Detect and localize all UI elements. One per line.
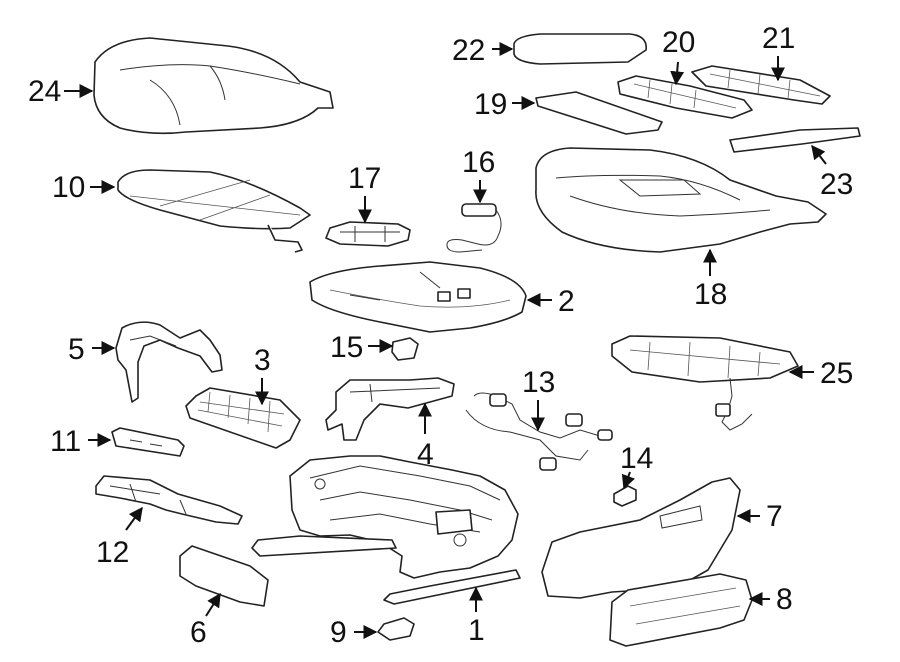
part-25-heater-element[interactable] — [611, 335, 799, 431]
callout-14: 14 — [620, 442, 653, 475]
callout-23: 23 — [820, 168, 853, 201]
callout-9: 9 — [330, 616, 347, 649]
callout-7: 7 — [766, 500, 783, 533]
callout-24: 24 — [28, 75, 61, 108]
part-15-bracket[interactable] — [391, 337, 419, 361]
callout-16: 16 — [462, 146, 495, 179]
part-12-mount-bracket[interactable] — [95, 475, 243, 525]
callout-15: 15 — [330, 331, 363, 364]
part-9-handle[interactable] — [377, 617, 415, 641]
callout-11: 11 — [50, 425, 81, 458]
part-16-sensor-wire[interactable] — [446, 203, 502, 253]
part-17-clip[interactable] — [325, 221, 411, 247]
part-5-side-bracket[interactable] — [115, 321, 223, 403]
callout-2: 2 — [558, 285, 575, 318]
part-6-side-cover[interactable] — [179, 545, 269, 607]
part-4-riser-bracket[interactable] — [325, 377, 455, 441]
callout-5: 5 — [68, 333, 85, 366]
callout-13: 13 — [522, 366, 555, 399]
part-19-pad[interactable] — [535, 91, 663, 135]
callout-18: 18 — [694, 278, 727, 311]
part-2-seat-pan[interactable] — [309, 261, 527, 333]
leader-lines — [64, 42, 827, 639]
part-1-seat-frame[interactable] — [251, 455, 521, 605]
part-10-cushion-pad[interactable] — [117, 169, 311, 253]
callout-25: 25 — [820, 357, 853, 390]
callout-12: 12 — [96, 536, 129, 569]
callout-6: 6 — [190, 616, 207, 649]
callout-8: 8 — [776, 583, 793, 616]
part-3-trim-panel[interactable] — [185, 387, 301, 449]
part-14-connector[interactable] — [613, 485, 637, 507]
part-11-switch[interactable] — [111, 427, 185, 457]
part-22-pad[interactable] — [513, 33, 647, 65]
part-18-cushion[interactable] — [535, 147, 827, 253]
part-8-lower-panel[interactable] — [609, 573, 753, 647]
part-21-heater-mat[interactable] — [691, 65, 831, 105]
callout-20: 20 — [662, 26, 695, 59]
part-7-side-shield[interactable] — [541, 477, 741, 599]
part-13-wiring-harness[interactable] — [465, 392, 613, 471]
callout-19: 19 — [474, 88, 507, 121]
callout-22: 22 — [452, 34, 485, 67]
part-20-heater-mat[interactable] — [617, 75, 753, 119]
callout-3: 3 — [254, 344, 271, 377]
callout-4: 4 — [417, 438, 434, 471]
callout-1: 1 — [468, 614, 485, 647]
part-24-cushion-cover[interactable] — [93, 37, 334, 135]
part-23-strip[interactable] — [729, 127, 861, 153]
callout-21: 21 — [762, 22, 795, 55]
callout-17: 17 — [348, 162, 381, 195]
callout-10: 10 — [52, 171, 85, 204]
callout-labels: 24 10 17 16 2 15 5 3 11 4 13 12 1 14 7 8… — [28, 22, 853, 649]
